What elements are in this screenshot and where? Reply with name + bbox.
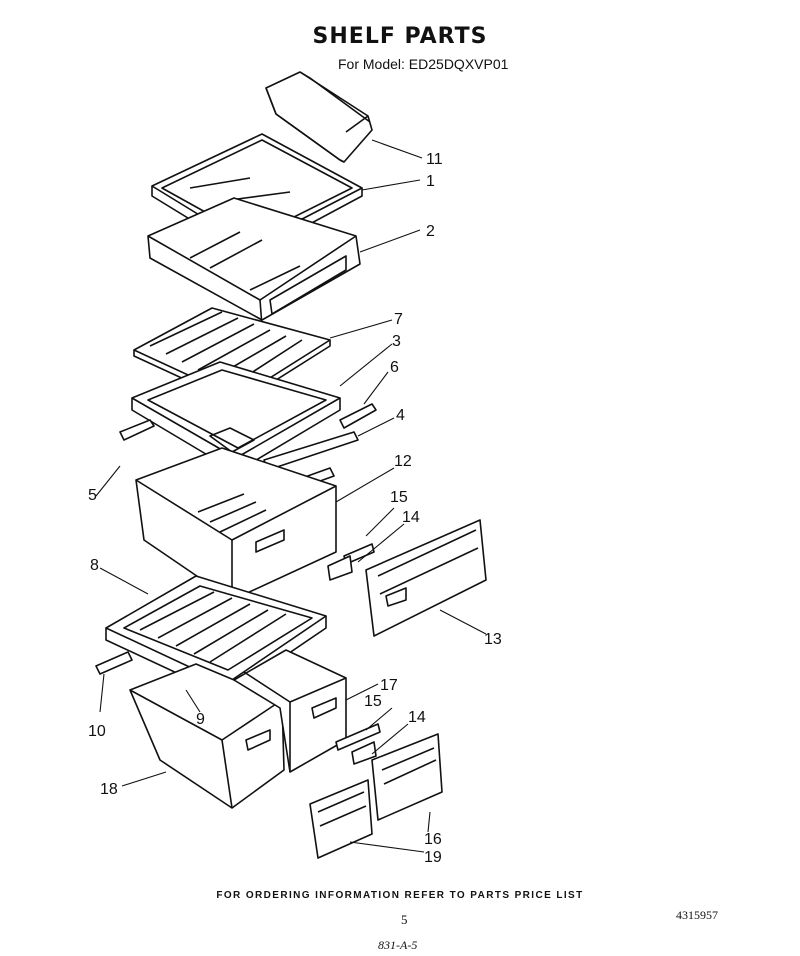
part-rail-10 bbox=[95, 651, 133, 675]
page-number: 5 bbox=[401, 912, 408, 927]
callout-1: 1 bbox=[426, 173, 435, 190]
handwritten-note: 831-A-5 bbox=[378, 938, 418, 952]
model-label: For Model: ED25DQXVP01 bbox=[338, 56, 509, 72]
callout-14-upper: 14 bbox=[402, 509, 420, 526]
callout-4: 4 bbox=[396, 407, 405, 424]
part-drawer-front-16 bbox=[371, 733, 443, 821]
callout-14-lower: 14 bbox=[408, 709, 426, 726]
callout-12: 12 bbox=[394, 453, 412, 470]
leader-lines bbox=[95, 139, 487, 853]
callout-11: 11 bbox=[426, 151, 443, 168]
part-meat-pan bbox=[135, 447, 337, 601]
callout-9: 9 bbox=[196, 711, 205, 728]
part-drawer-front-upper bbox=[365, 519, 487, 637]
ordering-note: FOR ORDERING INFORMATION REFER TO PARTS … bbox=[216, 890, 584, 901]
part-handle-lower bbox=[335, 723, 381, 765]
part-crisper-frame bbox=[131, 361, 341, 473]
page-title: SHELF PARTS bbox=[312, 24, 488, 49]
callout-18: 18 bbox=[100, 781, 118, 798]
callout-13: 13 bbox=[484, 631, 502, 648]
callout-8: 8 bbox=[90, 557, 99, 574]
document-number: 4315957 bbox=[676, 908, 718, 922]
part-drawer-front-19 bbox=[309, 779, 373, 859]
part-left-pan bbox=[129, 663, 285, 809]
callout-15-upper: 15 bbox=[390, 489, 408, 506]
part-handle-upper bbox=[327, 543, 375, 581]
callout-3: 3 bbox=[392, 333, 401, 350]
callout-10: 10 bbox=[88, 723, 106, 740]
callout-5: 5 bbox=[88, 487, 97, 504]
callout-19: 19 bbox=[424, 849, 442, 866]
callout-16: 16 bbox=[424, 831, 442, 848]
callout-17: 17 bbox=[380, 677, 398, 694]
callout-2: 2 bbox=[426, 223, 435, 240]
callout-7: 7 bbox=[394, 311, 403, 328]
callout-15-lower: 15 bbox=[364, 693, 382, 710]
callout-6: 6 bbox=[390, 359, 399, 376]
part-utility-bin bbox=[265, 71, 373, 163]
part-crisper-pan bbox=[147, 197, 361, 327]
